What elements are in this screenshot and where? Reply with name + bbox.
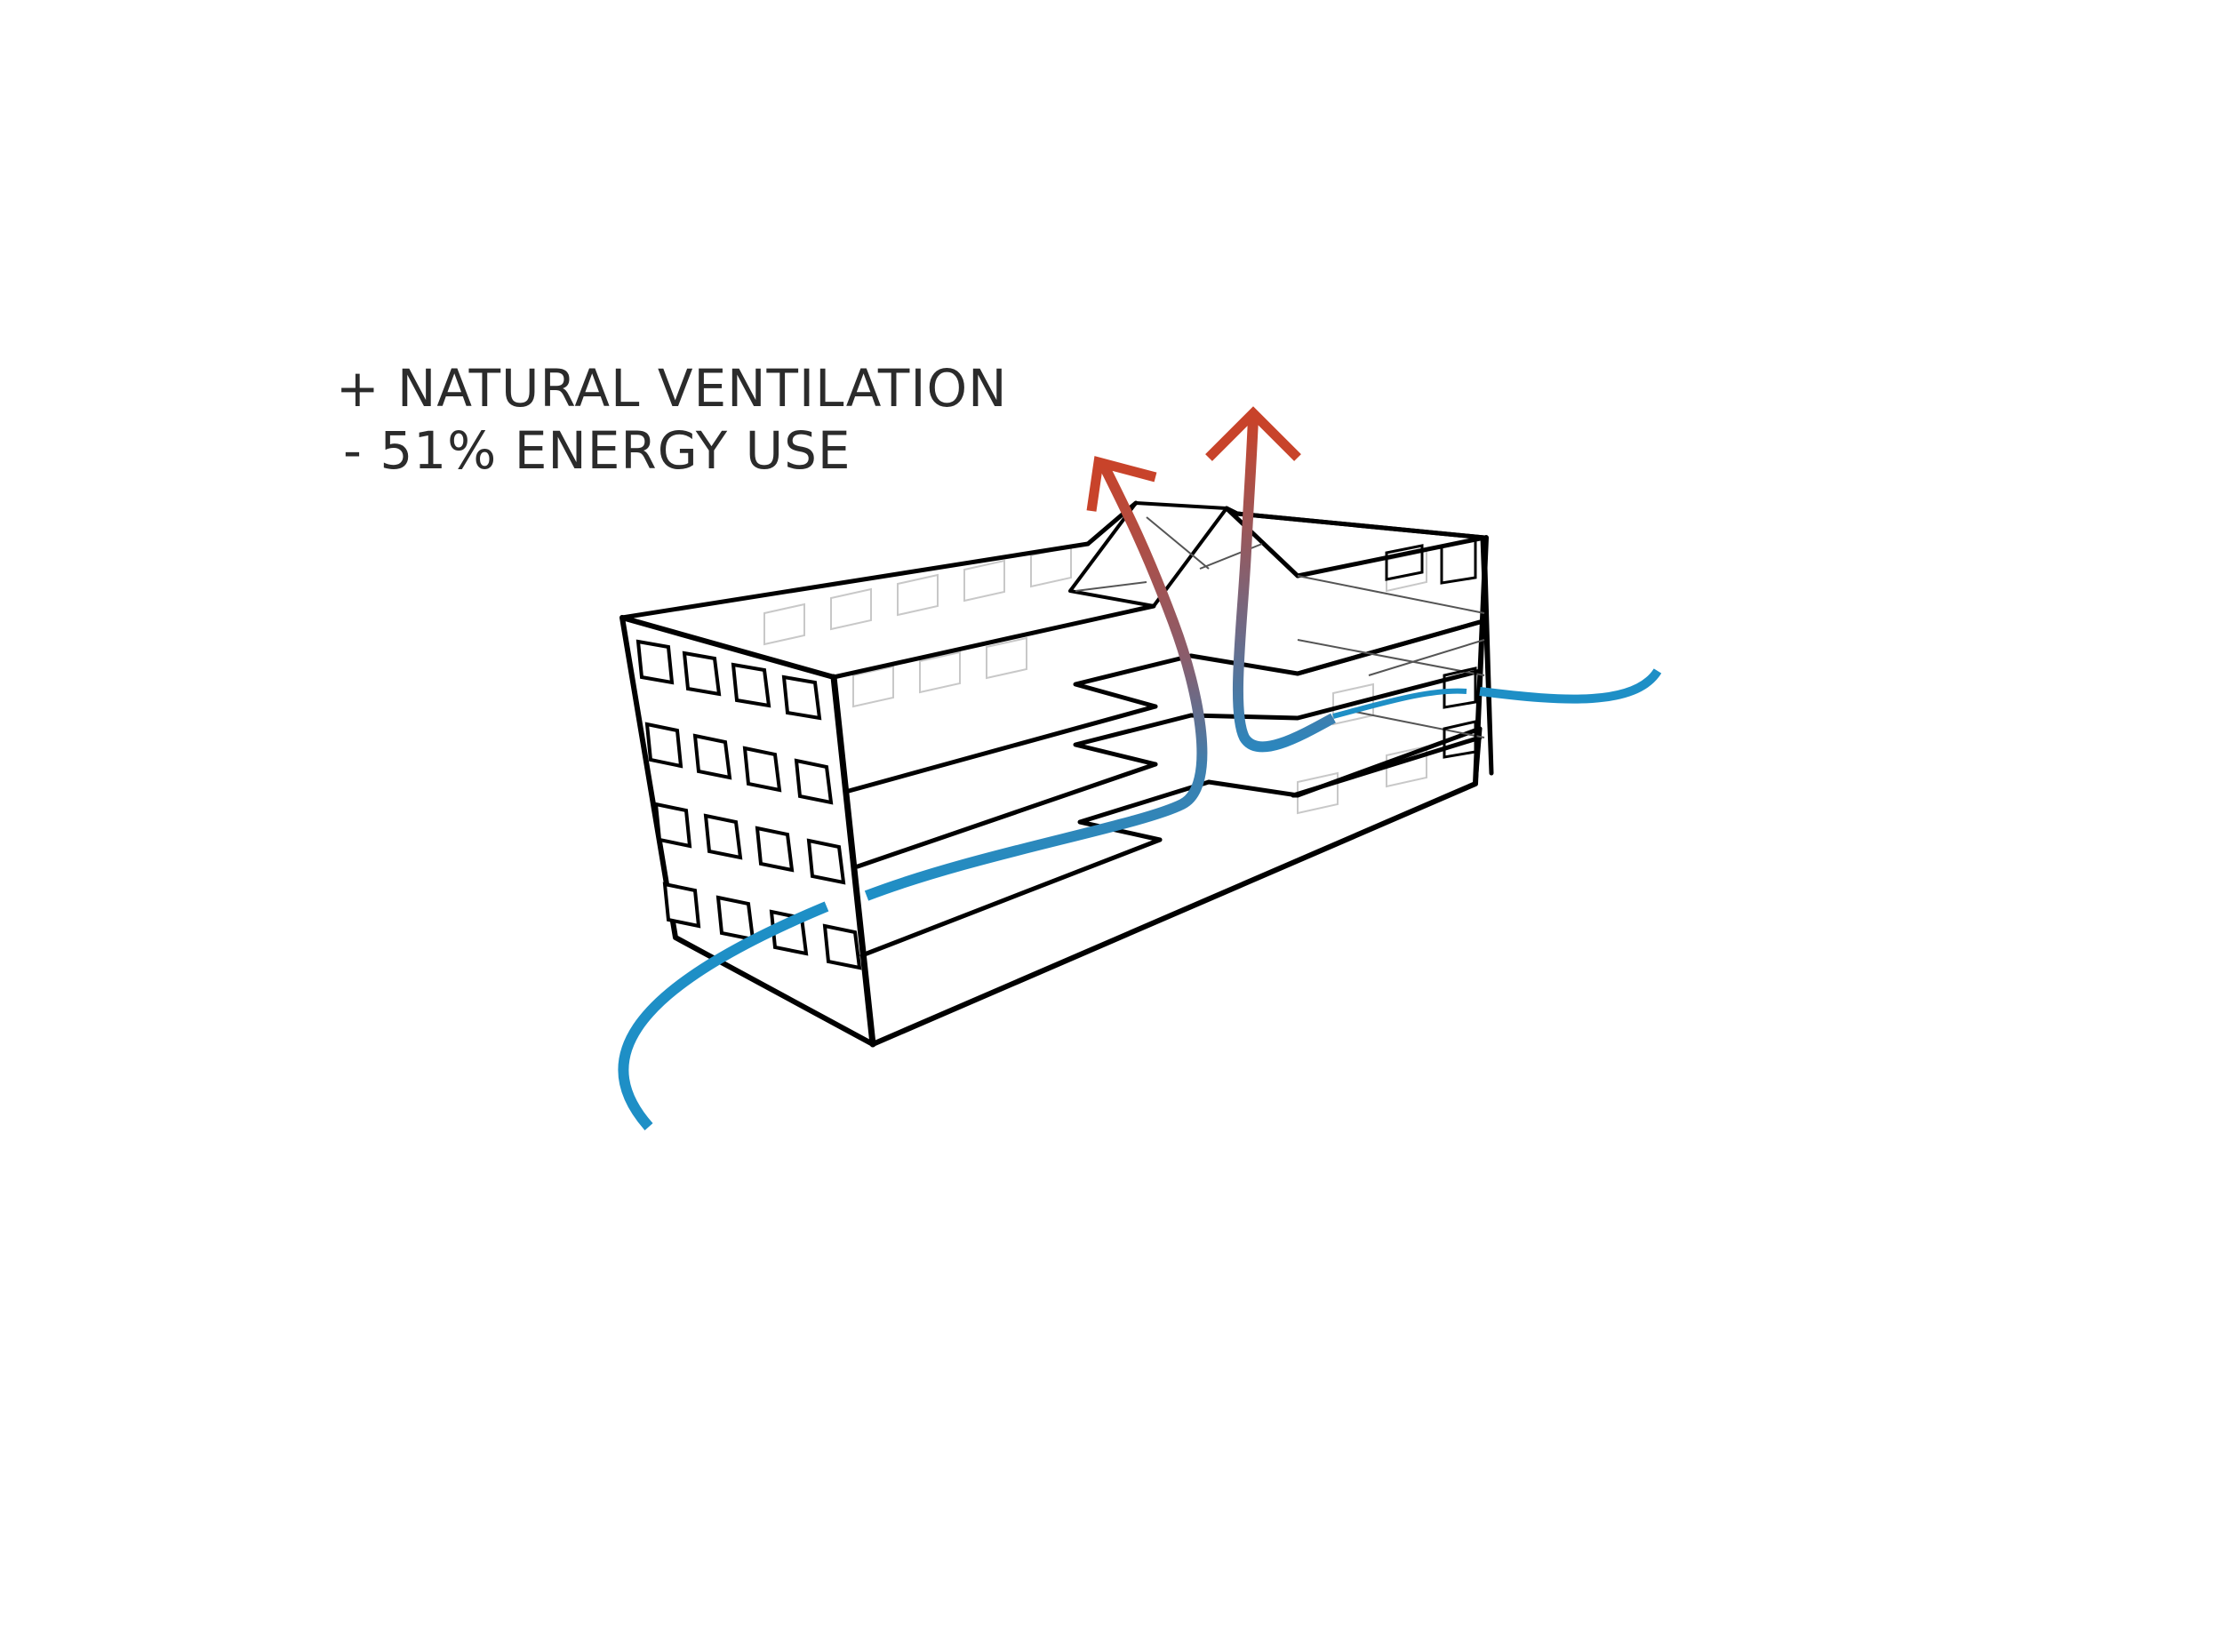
interior-thin-lines bbox=[1075, 516, 1485, 738]
caption-natural-ventilation: + NATURAL VENTILATION bbox=[336, 358, 1008, 419]
cool-air-inflow-left bbox=[618, 901, 829, 1130]
cool-air-inflow-right-inner bbox=[1332, 688, 1467, 719]
building-outline bbox=[619, 500, 1494, 1048]
warm-air-stack-right bbox=[1232, 417, 1336, 753]
red-arrow-up-icon bbox=[1086, 456, 1157, 512]
cool-air-inflow-right bbox=[1479, 668, 1662, 704]
red-arrow-up-icon bbox=[1205, 406, 1301, 461]
warm-air-arrow-head-left bbox=[1086, 456, 1157, 512]
caption-energy-use: - 51% ENERGY USE bbox=[343, 420, 851, 481]
warm-air-stack-left bbox=[864, 459, 1208, 901]
right-end-windows bbox=[1385, 539, 1477, 759]
warm-air-arrow-head-right bbox=[1205, 406, 1301, 461]
ventilation-caption: + NATURAL VENTILATION - 51% ENERGY USE bbox=[336, 357, 1008, 482]
facade-windows bbox=[635, 639, 862, 970]
